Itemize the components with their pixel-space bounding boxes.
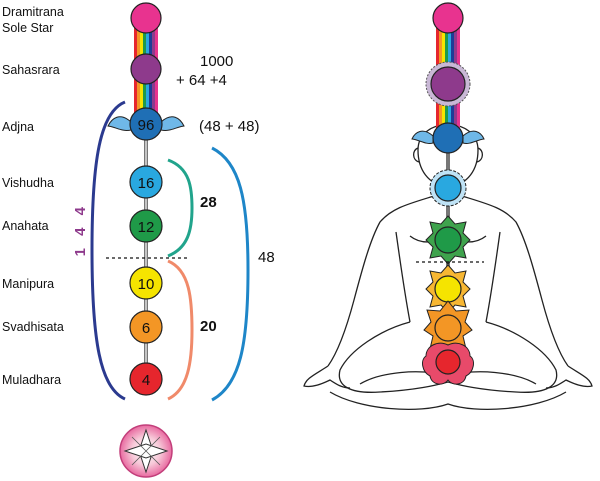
label-manipura: Manipura xyxy=(2,277,55,291)
right-sahasrara xyxy=(425,61,471,107)
total-48: 48 xyxy=(258,249,275,266)
label-dramitrana: Dramitrana xyxy=(2,5,64,19)
right-vishudha xyxy=(429,169,467,207)
svg-text:6: 6 xyxy=(142,320,150,337)
label-sole-star: Sole Star xyxy=(2,21,54,35)
sahasrara-chakra xyxy=(130,53,162,85)
bracket-28 xyxy=(167,158,194,258)
manipura-chakra: 10 xyxy=(129,266,163,300)
svg-text:4: 4 xyxy=(142,372,150,389)
bracket-48 xyxy=(211,146,250,402)
right-muladhara xyxy=(422,342,474,385)
muladhara-chakra: 4 xyxy=(129,362,163,396)
lower-sum: 20 xyxy=(200,318,217,335)
vishudha-chakra: 16 xyxy=(129,165,163,199)
upper-sum: 28 xyxy=(200,194,217,211)
adjna-breakdown: (48 + 48) xyxy=(199,118,260,135)
adjna-number: 96 xyxy=(138,117,155,134)
anahata-chakra: 12 xyxy=(129,209,163,243)
svadhisata-chakra: 6 xyxy=(129,310,163,344)
label-anahata: Anahata xyxy=(2,219,49,233)
right-sole-star xyxy=(432,2,464,34)
label-adjna: Adjna xyxy=(2,120,34,134)
sahasrara-value-line1: 1000 xyxy=(200,53,234,70)
label-svadhisata: Svadhisata xyxy=(2,320,64,334)
label-muladhara: Muladhara xyxy=(2,373,62,387)
label-vishudha: Vishudha xyxy=(2,176,54,190)
svg-text:16: 16 xyxy=(138,175,155,192)
adjna-chakra: 96 xyxy=(107,107,185,141)
sole-star-chakra xyxy=(130,2,162,34)
right-adjna xyxy=(411,122,485,154)
bracket-144 xyxy=(90,100,126,401)
right-anahata xyxy=(425,215,471,265)
sahasrara-value-line2: + 64 +4 xyxy=(176,72,227,89)
label-sahasrara: Sahasrara xyxy=(2,63,60,77)
svg-text:12: 12 xyxy=(138,219,155,236)
earth-star-symbol xyxy=(119,424,173,478)
svg-text:10: 10 xyxy=(138,276,155,293)
bracket-20 xyxy=(167,259,194,401)
right-manipura xyxy=(425,264,471,314)
